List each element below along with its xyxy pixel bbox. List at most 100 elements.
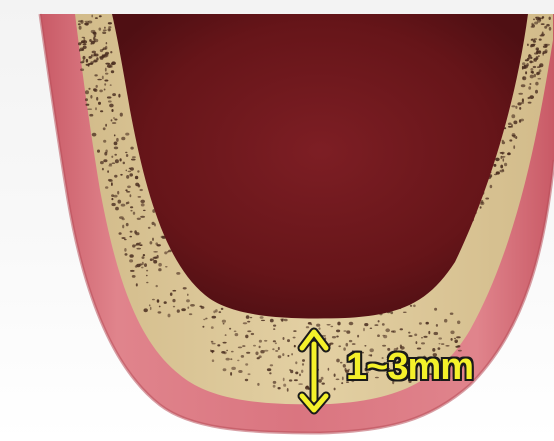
- bone-pore: [85, 90, 89, 94]
- bone-pore: [535, 82, 538, 86]
- bone-pore: [94, 74, 97, 76]
- bone-pore: [126, 170, 128, 172]
- bone-pore: [112, 93, 116, 96]
- bone-pore: [116, 138, 119, 142]
- bone-pore: [210, 350, 212, 352]
- bone-pore: [393, 330, 396, 333]
- bone-pore: [383, 335, 387, 338]
- bone-pore: [500, 170, 505, 173]
- bone-pore: [106, 42, 108, 44]
- bone-pore: [272, 348, 274, 350]
- bone-pore: [126, 175, 129, 179]
- bone-pore: [273, 340, 276, 342]
- bone-pore: [525, 71, 527, 74]
- bone-pore: [122, 225, 124, 229]
- bone-pore: [234, 331, 237, 333]
- bone-pore: [245, 363, 248, 365]
- bone-pore: [102, 168, 104, 171]
- bone-pore: [150, 307, 152, 310]
- bone-pore: [336, 330, 340, 333]
- bone-pore: [211, 326, 214, 329]
- bone-pore: [349, 340, 352, 342]
- bone-pore: [83, 56, 86, 60]
- bone-pore: [536, 17, 540, 21]
- bone-pore: [450, 331, 454, 335]
- bone-pore: [152, 238, 154, 241]
- bone-pore: [544, 44, 547, 46]
- bone-pore: [108, 100, 112, 102]
- bone-pore: [111, 70, 114, 73]
- bone-pore: [104, 80, 108, 82]
- bone-pore: [130, 270, 135, 272]
- bone-pore: [549, 27, 552, 31]
- bone-pore: [357, 335, 359, 338]
- bone-pore: [102, 76, 104, 80]
- bone-pore: [533, 40, 536, 43]
- bone-pore: [515, 106, 517, 109]
- bone-pore: [143, 210, 146, 211]
- bone-pore: [140, 189, 143, 191]
- bone-pore: [538, 55, 540, 57]
- bone-pore: [114, 154, 117, 156]
- bone-pore: [310, 324, 312, 326]
- bone-pore: [119, 232, 122, 235]
- bone-pore: [107, 96, 112, 98]
- bone-pore: [322, 383, 325, 385]
- bone-pore: [485, 198, 489, 200]
- bone-pore: [205, 318, 207, 320]
- bone-pore: [549, 17, 551, 20]
- bone-pore: [245, 335, 248, 339]
- bone-pore: [413, 305, 416, 308]
- bone-pore: [231, 367, 236, 370]
- bone-pore: [80, 68, 84, 71]
- bone-pore: [255, 352, 258, 356]
- bone-pore: [346, 330, 350, 333]
- bone-pore: [154, 257, 157, 259]
- bone-pore: [118, 94, 120, 98]
- bone-pore: [538, 78, 542, 80]
- bone-pore: [532, 24, 535, 28]
- bone-pore: [132, 156, 136, 158]
- bone-pore: [144, 263, 147, 267]
- bone-pore: [225, 334, 227, 335]
- bone-pore: [318, 327, 320, 330]
- bone-pore: [202, 326, 204, 328]
- bone-pore: [146, 270, 148, 272]
- bone-pore: [336, 379, 340, 381]
- bone-pore: [141, 267, 144, 269]
- bone-pore: [494, 174, 497, 176]
- bone-pore: [212, 316, 217, 319]
- bone-pore: [130, 231, 133, 233]
- bone-pore: [103, 29, 107, 31]
- bone-pore: [154, 223, 156, 226]
- bone-pore: [79, 26, 82, 30]
- bone-pore: [129, 254, 133, 258]
- bone-pore: [141, 203, 145, 206]
- bone-pore: [187, 307, 189, 309]
- bone-pore: [165, 266, 168, 267]
- bone-pore: [441, 343, 444, 344]
- bone-pore: [222, 320, 226, 323]
- bone-pore: [135, 265, 138, 267]
- bone-pore: [88, 21, 92, 24]
- bone-pore: [168, 314, 171, 318]
- bone-pore: [284, 319, 288, 322]
- bone-pore: [142, 256, 145, 259]
- bone-pore: [114, 147, 118, 150]
- bone-pore: [153, 251, 158, 253]
- bone-pore: [223, 368, 227, 371]
- bone-pore: [454, 338, 456, 339]
- bone-pore: [528, 86, 531, 90]
- bone-pore: [500, 165, 503, 169]
- bone-pore: [247, 330, 251, 332]
- bone-pore: [340, 362, 343, 364]
- bone-pore: [382, 323, 385, 326]
- bone-pore: [109, 163, 112, 165]
- bone-pore: [334, 374, 336, 377]
- bone-pore: [96, 85, 98, 88]
- bone-pore: [85, 98, 88, 101]
- bone-pore: [539, 39, 542, 41]
- bone-pore: [330, 326, 333, 327]
- bone-pore: [97, 150, 100, 153]
- bone-pore: [511, 114, 515, 118]
